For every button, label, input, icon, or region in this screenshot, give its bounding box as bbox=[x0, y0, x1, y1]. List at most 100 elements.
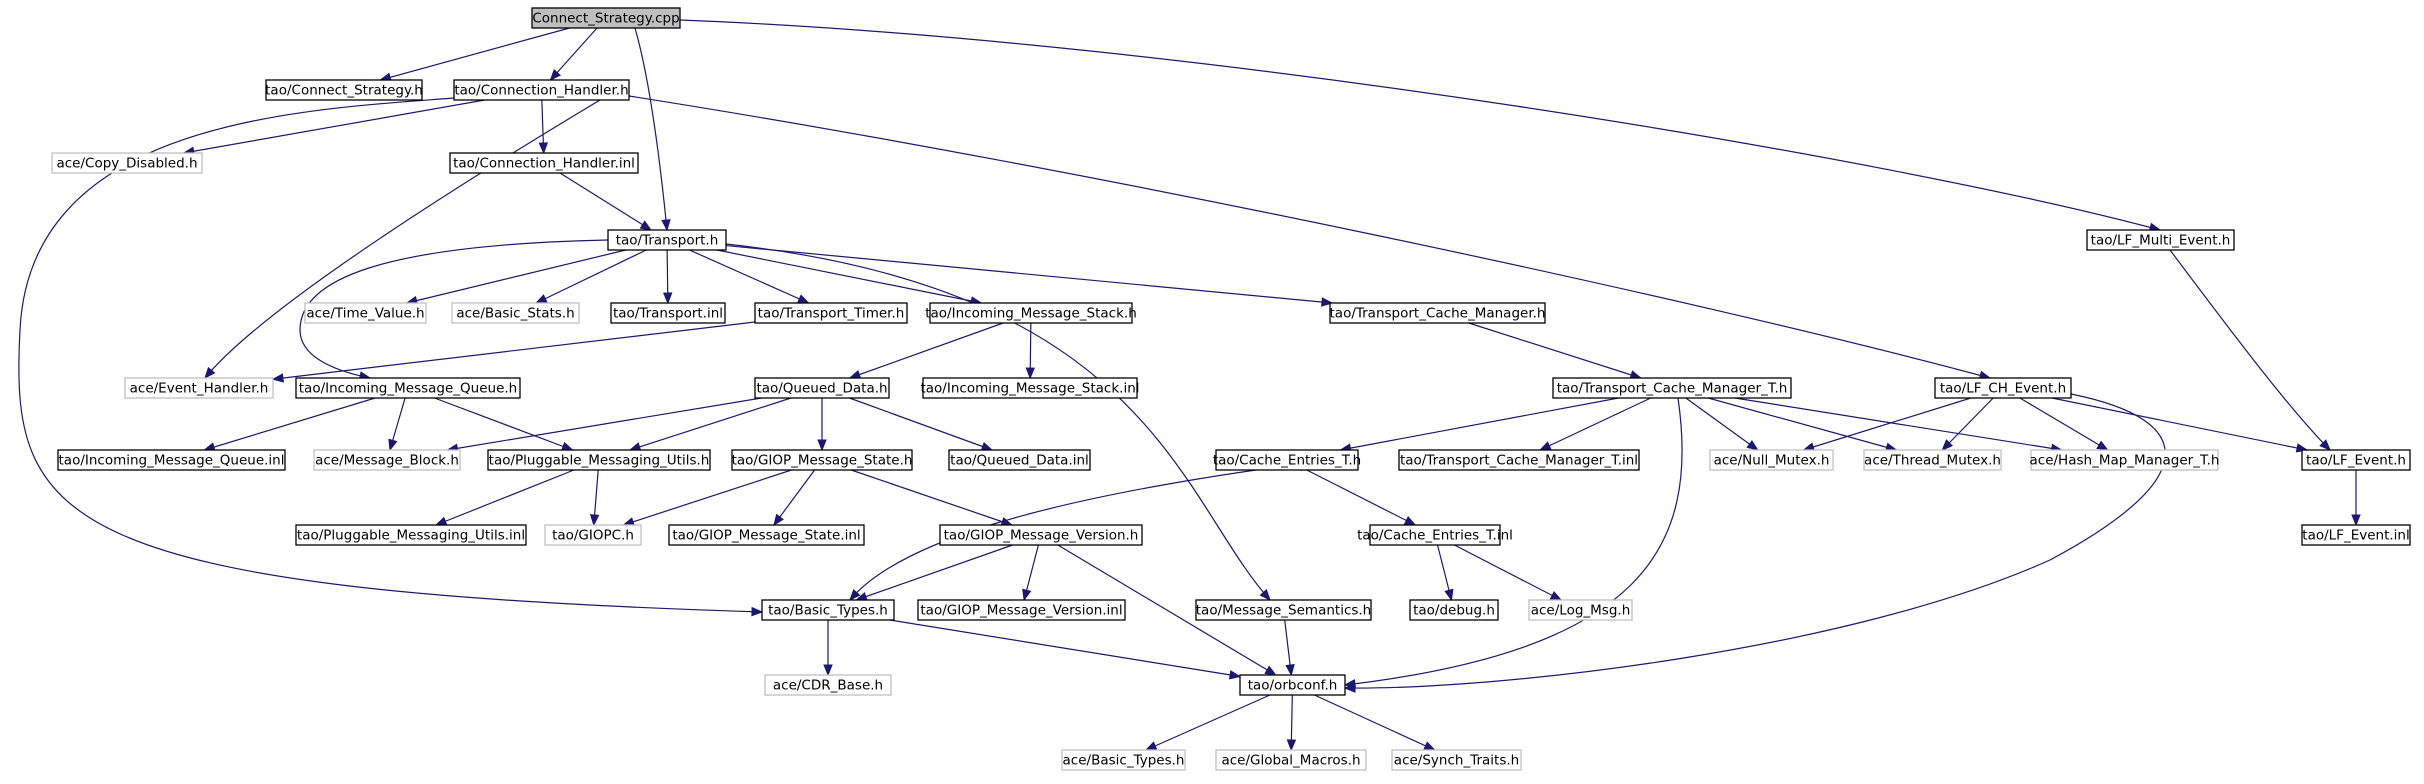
node-box bbox=[304, 302, 427, 324]
node-tao-lf-event-inl[interactable]: tao/LF_Event.inl bbox=[2301, 524, 2411, 546]
node-label: tao/Transport.inl bbox=[613, 306, 723, 322]
node-tao-giop-message-state-h[interactable]: tao/GIOP_Message_State.h bbox=[731, 449, 913, 471]
node-tao-connect-strategy-h[interactable]: tao/Connect_Strategy.h bbox=[265, 79, 423, 101]
node-tao-giop-message-version-h[interactable]: tao/GIOP_Message_Version.h bbox=[939, 524, 1143, 546]
node-tao-lf-multi-event-h[interactable]: tao/LF_Multi_Event.h bbox=[2086, 229, 2235, 251]
node-label: ace/Basic_Stats.h bbox=[456, 306, 574, 322]
node-box bbox=[1934, 377, 2072, 399]
edge-n34-n39 bbox=[1436, 544, 1454, 602]
edge-n14-n20 bbox=[388, 397, 406, 452]
node-label: Connect_Strategy.cpp bbox=[532, 11, 679, 27]
node-tao-basic-types-h[interactable]: tao/Basic_Types.h bbox=[761, 599, 895, 621]
node-connect-strategy-cpp[interactable]: Connect_Strategy.cpp bbox=[531, 7, 681, 29]
edge-n34-n40 bbox=[1454, 544, 1563, 601]
node-label: tao/Cache_Entries_T.inl bbox=[1357, 528, 1513, 544]
node-box bbox=[295, 524, 527, 546]
node-ace-global-macros-h: ace/Global_Macros.h bbox=[1215, 749, 1367, 771]
node-ace-event-handler-h: ace/Event_Handler.h bbox=[124, 377, 274, 399]
node-label: tao/Basic_Types.h bbox=[768, 603, 888, 619]
node-ace-cdr-base-h: ace/CDR_Base.h bbox=[764, 674, 892, 696]
node-box bbox=[2301, 449, 2411, 471]
edge-n18-n27 bbox=[1941, 397, 1994, 451]
edge-n18-n29 bbox=[2051, 397, 2309, 453]
edge-n18-n28 bbox=[2019, 397, 2109, 451]
node-ace-hash-map-manager-t-h: ace/Hash_Map_Manager_T.h bbox=[2030, 449, 2219, 471]
edge-n21-n30 bbox=[434, 469, 575, 526]
node-tao-transport-cache-manager-h[interactable]: tao/Transport_Cache_Manager.h bbox=[1329, 302, 1546, 324]
node-tao-queued-data-inl[interactable]: tao/Queued_Data.inl bbox=[948, 449, 1091, 471]
node-box bbox=[1369, 524, 1501, 546]
node-label: tao/LF_Event.inl bbox=[2302, 528, 2409, 544]
node-tao-pluggable-messaging-utils-inl[interactable]: tao/Pluggable_Messaging_Utils.inl bbox=[295, 524, 527, 546]
edge-n5-n11 bbox=[716, 249, 983, 306]
edge-n33-n37 bbox=[1022, 544, 1039, 602]
node-tao-transport-cache-manager-t-inl[interactable]: tao/Transport_Cache_Manager_T.inl bbox=[1398, 449, 1640, 471]
edge-n2-n13 bbox=[204, 99, 601, 380]
node-tao-transport-h[interactable]: tao/Transport.h bbox=[607, 229, 727, 251]
edge-n29-n35 bbox=[2351, 470, 2361, 527]
edge-n11-n15 bbox=[848, 322, 1004, 379]
node-tao-lf-ch-event-h[interactable]: tao/LF_CH_Event.h bbox=[1934, 377, 2072, 399]
node-tao-orbconf-h[interactable]: tao/orbconf.h bbox=[1239, 674, 1346, 696]
node-tao-giop-message-version-inl[interactable]: tao/GIOP_Message_Version.inl bbox=[917, 599, 1126, 621]
node-box bbox=[939, 524, 1143, 546]
edge-n5-n10 bbox=[689, 249, 810, 304]
node-label: tao/Incoming_Message_Queue.inl bbox=[59, 453, 285, 469]
node-tao-connection-handler-h[interactable]: tao/Connection_Handler.h bbox=[453, 79, 630, 101]
node-label: tao/Transport.h bbox=[616, 233, 719, 249]
edge-n0-n5 bbox=[634, 27, 671, 232]
node-tao-connection-handler-inl[interactable]: tao/Connection_Handler.inl bbox=[449, 152, 639, 174]
node-tao-incoming-message-queue-inl[interactable]: tao/Incoming_Message_Queue.inl bbox=[57, 449, 286, 471]
node-tao-incoming-message-stack-h[interactable]: tao/Incoming_Message_Stack.h bbox=[925, 302, 1137, 324]
edge-n33-n42 bbox=[1057, 544, 1277, 676]
node-tao-incoming-message-queue-h[interactable]: tao/Incoming_Message_Queue.h bbox=[295, 377, 521, 399]
edge-n12-n17 bbox=[1468, 322, 1643, 380]
node-box bbox=[2030, 449, 2219, 471]
node-label: ace/CDR_Base.h bbox=[773, 678, 883, 694]
edge-n17-n25 bbox=[1539, 397, 1652, 451]
edge-n5-n9 bbox=[662, 249, 673, 305]
node-box bbox=[1061, 749, 1186, 771]
node-tao-transport-cache-manager-t-h[interactable]: tao/Transport_Cache_Manager_T.h bbox=[1552, 377, 1792, 399]
node-box bbox=[668, 524, 865, 546]
node-label: tao/Cache_Entries_T.h bbox=[1213, 453, 1361, 469]
edge-n11-n16 bbox=[1025, 322, 1036, 380]
node-ace-log-msg-h: ace/Log_Msg.h bbox=[1528, 599, 1633, 621]
edge-n42-n45 bbox=[1314, 694, 1436, 751]
node-label: tao/Connection_Handler.h bbox=[454, 83, 628, 99]
node-box bbox=[1409, 599, 1499, 621]
node-label: tao/LF_Multi_Event.h bbox=[2091, 233, 2231, 249]
node-box bbox=[124, 377, 274, 399]
node-label: tao/GIOPC.h bbox=[552, 528, 634, 544]
node-tao-queued-data-h[interactable]: tao/Queued_Data.h bbox=[754, 377, 890, 399]
node-label: tao/GIOP_Message_State.h bbox=[732, 453, 913, 469]
edge-n22-n33 bbox=[851, 469, 1014, 527]
edge-n15-n20 bbox=[446, 397, 762, 453]
node-tao-transport-timer-h[interactable]: tao/Transport_Timer.h bbox=[754, 302, 908, 324]
node-box bbox=[1195, 599, 1372, 621]
node-label: tao/LF_CH_Event.h bbox=[1940, 381, 2066, 397]
node-box bbox=[295, 377, 521, 399]
node-tao-cache-entries-t-inl[interactable]: tao/Cache_Entries_T.inl bbox=[1357, 524, 1513, 546]
node-tao-giop-message-state-inl[interactable]: tao/GIOP_Message_State.inl bbox=[668, 524, 865, 546]
node-tao-lf-event-h[interactable]: tao/LF_Event.h bbox=[2301, 449, 2411, 471]
node-box bbox=[754, 302, 908, 324]
node-tao-debug-h[interactable]: tao/debug.h bbox=[1409, 599, 1499, 621]
nodes-layer: Connect_Strategy.cpp tao/Connect_Strategy… bbox=[51, 7, 2411, 771]
edge-n6-n29 bbox=[2169, 249, 2331, 451]
node-box bbox=[610, 302, 726, 324]
node-tao-cache-entries-t-h[interactable]: tao/Cache_Entries_T.h bbox=[1213, 449, 1361, 471]
node-tao-message-semantics-h[interactable]: tao/Message_Semantics.h bbox=[1195, 599, 1372, 621]
node-label: tao/GIOP_Message_State.inl bbox=[672, 528, 860, 544]
edge-n5-n7 bbox=[405, 249, 626, 306]
node-ace-copy-disabled-h: ace/Copy_Disabled.h bbox=[51, 152, 203, 174]
node-tao-incoming-message-stack-inl[interactable]: tao/Incoming_Message_Stack.inl bbox=[920, 377, 1140, 399]
edge-n0-n2 bbox=[549, 27, 598, 82]
node-box bbox=[764, 674, 892, 696]
node-label: ace/Event_Handler.h bbox=[130, 381, 269, 397]
node-label: ace/Global_Macros.h bbox=[1221, 753, 1360, 769]
node-tao-pluggable-messaging-utils-h[interactable]: tao/Pluggable_Messaging_Utils.h bbox=[487, 449, 711, 471]
edge-n17-n24 bbox=[1339, 397, 1619, 453]
node-tao-transport-inl[interactable]: tao/Transport.inl bbox=[610, 302, 726, 324]
node-box bbox=[487, 449, 711, 471]
